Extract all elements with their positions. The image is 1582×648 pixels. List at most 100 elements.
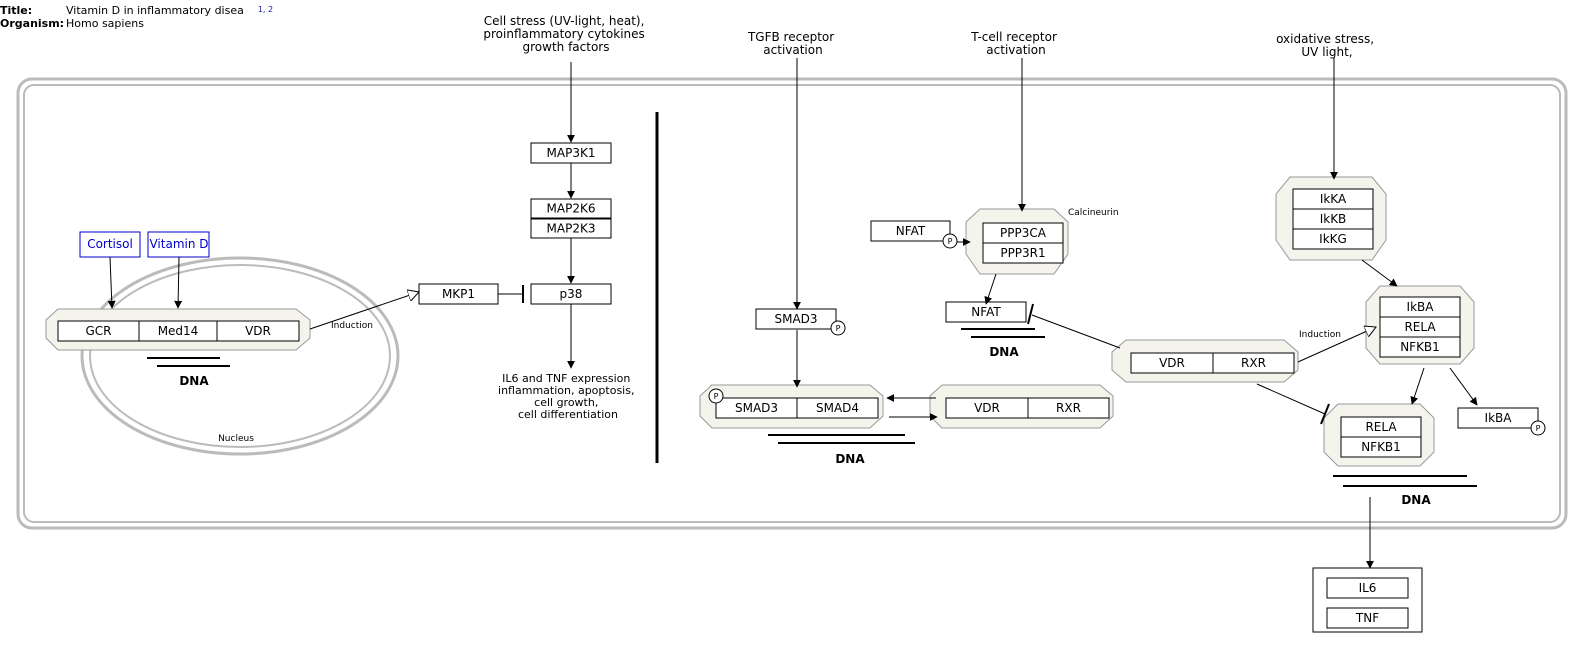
dna-label-smad: DNA xyxy=(835,452,865,466)
tcell-receptor-label: T-cell receptor activation xyxy=(970,30,1060,57)
gene-nfkb1-26[interactable]: NFKB1 xyxy=(1340,436,1422,458)
gene-label: RELA xyxy=(1365,420,1397,434)
gene-ppp3ca-14[interactable]: PPP3CA xyxy=(982,222,1064,244)
gene-smad4-10[interactable]: SMAD4 xyxy=(796,397,879,419)
gene-label: p38 xyxy=(560,287,583,301)
gene-rxr-18[interactable]: RXR xyxy=(1212,352,1295,374)
gene-label: IkBA xyxy=(1485,411,1513,425)
phospho-marker-nfat: P xyxy=(942,233,958,249)
gene-gcr-0[interactable]: GCR xyxy=(57,320,140,342)
phospho-marker-smad3-complex: P xyxy=(708,388,724,404)
gene-mkp1-3[interactable]: MKP1 xyxy=(418,283,499,305)
cell-compartment xyxy=(16,77,1568,530)
gene-ppp3r1-15[interactable]: PPP3R1 xyxy=(982,242,1064,264)
gene-label: SMAD3 xyxy=(735,401,778,415)
gene-nfat-13[interactable]: NFAT xyxy=(870,220,951,242)
phospho-marker-ikba: P xyxy=(1530,420,1546,436)
title-value: Vitamin D in inflammatory disea xyxy=(66,4,244,17)
calcineurin-label: Calcineurin xyxy=(1068,208,1119,218)
gene-label: TNF xyxy=(1355,611,1379,625)
gene-vdr-17[interactable]: VDR xyxy=(1130,352,1214,374)
dna-label-nfkb: DNA xyxy=(1401,493,1431,507)
gene-label: RXR xyxy=(1056,401,1081,415)
gene-label: VDR xyxy=(974,401,1000,415)
dna-lines-nfat xyxy=(961,328,1045,338)
gene-ikba-22[interactable]: IkBA xyxy=(1379,296,1461,318)
gene-label: VDR xyxy=(245,324,271,338)
cortisol-label: Cortisol xyxy=(87,237,133,251)
gene-label: SMAD4 xyxy=(816,401,859,415)
il6-tnf-expression-label: IL6 and TNF expression inflammation, apo… xyxy=(498,372,638,421)
gene-p38-7[interactable]: p38 xyxy=(530,283,612,305)
gene-smad3-9[interactable]: SMAD3 xyxy=(715,397,798,419)
induction-label-right: Induction xyxy=(1299,330,1341,340)
svg-text:P: P xyxy=(836,324,841,333)
oxidative-stress-label: oxidative stress, UV light, xyxy=(1276,32,1378,59)
gene-label: MAP3K1 xyxy=(547,146,596,160)
gene-rela-25[interactable]: RELA xyxy=(1340,416,1422,438)
induction-label-left: Induction xyxy=(331,321,373,331)
interaction-edges xyxy=(107,57,1478,569)
gene-map2k3-6[interactable]: MAP2K3 xyxy=(530,218,612,239)
gene-label: IkKB xyxy=(1320,212,1347,226)
vitamin-d-label: Vitamin D xyxy=(149,237,208,251)
gene-ikba-27[interactable]: IkBA xyxy=(1457,407,1539,429)
metabolite-cortisol[interactable]: Cortisol xyxy=(79,231,141,258)
gene-label: IkBA xyxy=(1407,300,1435,314)
phospho-marker-smad3: P xyxy=(830,320,846,336)
gene-il6-28[interactable]: IL6 xyxy=(1326,577,1409,599)
tgfb-receptor-label: TGFB receptor activation xyxy=(747,30,838,57)
gene-label: NFKB1 xyxy=(1400,340,1440,354)
gene-ikka-19[interactable]: IkKA xyxy=(1292,188,1374,210)
gene-nfkb1-24[interactable]: NFKB1 xyxy=(1379,336,1461,358)
metabolite-vitamin-d[interactable]: Vitamin D xyxy=(147,231,210,258)
gene-label: IL6 xyxy=(1359,581,1377,595)
gene-label: SMAD3 xyxy=(774,312,817,326)
gene-label: RELA xyxy=(1404,320,1436,334)
gene-label: NFAT xyxy=(896,224,926,238)
gene-label: PPP3R1 xyxy=(1000,246,1045,260)
organism-label: Organism: xyxy=(0,17,65,30)
gene-med14-1[interactable]: Med14 xyxy=(138,320,218,342)
gene-map3k1-4[interactable]: MAP3K1 xyxy=(530,142,612,164)
gene-label: MAP2K6 xyxy=(547,202,596,216)
organism-value: Homo sapiens xyxy=(66,17,144,30)
dna-lines-nfkb xyxy=(1333,475,1477,487)
nucleus-label: Nucleus xyxy=(218,434,254,444)
gene-label: MAP2K3 xyxy=(547,222,596,236)
gene-label: NFAT xyxy=(971,305,1001,319)
gene-label: IkKA xyxy=(1320,192,1347,206)
gene-label: IkKG xyxy=(1319,232,1347,246)
gene-label: GCR xyxy=(85,324,111,338)
gene-label: PPP3CA xyxy=(1000,226,1047,240)
gene-label: RXR xyxy=(1241,356,1266,370)
nucleus-compartment: Nucleus xyxy=(80,256,400,456)
gene-label: NFKB1 xyxy=(1361,440,1401,454)
svg-text:P: P xyxy=(1536,424,1541,433)
dna-label-left: DNA xyxy=(179,374,209,388)
cell-stress-label: Cell stress (UV-light, heat), proinflamm… xyxy=(483,14,648,54)
literature-refs[interactable]: 1, 2 xyxy=(257,5,274,14)
gene-label: MKP1 xyxy=(442,287,475,301)
gene-ikkg-21[interactable]: IkKG xyxy=(1292,228,1374,250)
dna-label-nfat: DNA xyxy=(989,345,1019,359)
title-label: Title: xyxy=(0,4,33,17)
gene-ikkb-20[interactable]: IkKB xyxy=(1292,208,1374,230)
organism-row: Organism:Homo sapiens xyxy=(0,17,144,31)
gene-vdr-2[interactable]: VDR xyxy=(216,320,300,342)
gene-rela-23[interactable]: RELA xyxy=(1379,316,1461,338)
gene-label: VDR xyxy=(1159,356,1185,370)
gene-label: Med14 xyxy=(158,324,199,338)
svg-text:P: P xyxy=(948,237,953,246)
dna-lines-smad xyxy=(768,434,915,444)
title-row: Title: Vitamin D in inflammatory disea 1, … xyxy=(0,3,273,18)
gene-vdr-11[interactable]: VDR xyxy=(945,397,1029,419)
gene-map2k6-5[interactable]: MAP2K6 xyxy=(530,198,612,219)
gene-smad3-8[interactable]: SMAD3 xyxy=(755,308,837,330)
gene-rxr-12[interactable]: RXR xyxy=(1027,397,1110,419)
dna-lines-left xyxy=(147,357,230,367)
svg-text:P: P xyxy=(714,392,719,401)
gene-tnf-29[interactable]: TNF xyxy=(1326,607,1409,629)
gene-nfat-16[interactable]: NFAT xyxy=(945,301,1027,323)
